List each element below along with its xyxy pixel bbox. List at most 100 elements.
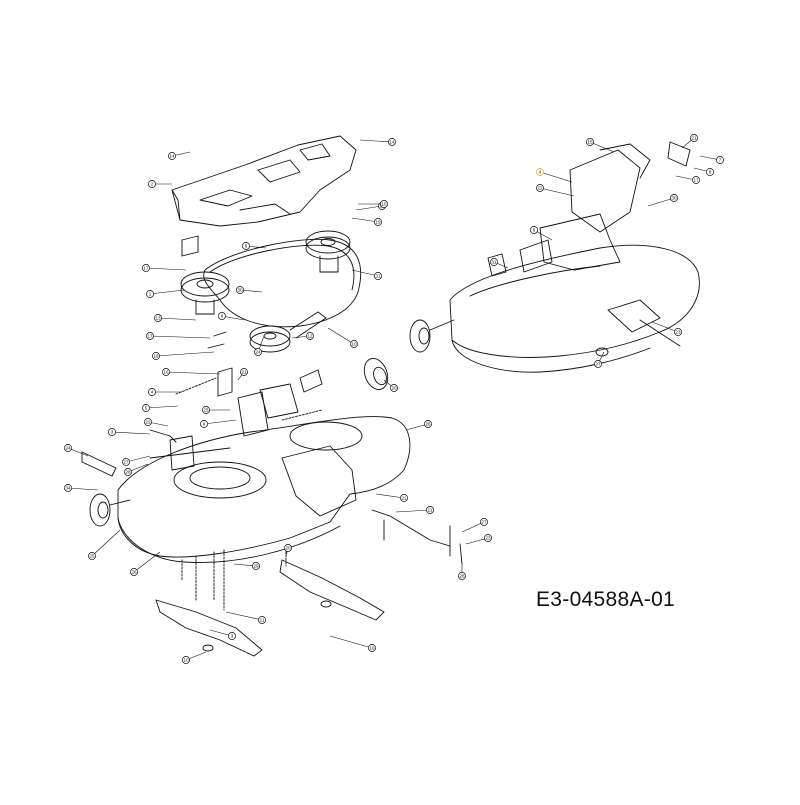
callout-circle [218,312,226,320]
callout-number: 11 [428,508,433,513]
callout-circle [144,418,152,426]
callout-circle [242,242,250,250]
callout-number: 31 [375,274,381,279]
drive-belt [203,238,362,328]
callout-circle [146,290,154,298]
callout-leader [145,405,179,409]
hardware-lines [181,525,463,611]
callout-leader [355,205,383,211]
callout-circle [458,572,466,580]
callout-number: 17 [147,334,153,339]
callout-number: 16 [369,646,375,651]
callout-circle [594,360,602,368]
callout-number: 4 [151,390,154,395]
left-pulley [180,271,230,315]
callout-circle [374,272,382,280]
callout-leader [149,335,211,339]
right-pulley [305,230,351,273]
callout-circle [146,332,154,340]
belt-cover [171,135,357,227]
callout-leader [91,529,121,557]
callout-circle [530,226,538,234]
callout-number: 18 [153,354,159,359]
callout-number: 20 [285,546,291,551]
callout-number: 25 [89,554,95,559]
callout-leader [67,487,99,491]
callout-number: 30 [237,288,243,293]
callout-number: 25 [203,408,209,413]
callout-number: 7 [719,158,722,163]
callout-number: 4 [539,170,542,175]
callout-leader [589,141,615,153]
callout-number: 5 [145,406,148,411]
callout-leader [395,509,431,513]
callout-circle [236,286,244,294]
callout-circle [88,552,96,560]
callout-number: 9 [203,422,206,427]
callout-number: 28 [125,470,131,475]
callout-leader [225,611,263,621]
callout-circle [124,468,132,476]
callout-number: 10 [351,342,357,347]
callout-number: 21 [691,136,697,141]
callout-circle [152,352,160,360]
callout-circle [306,332,314,340]
callout-circle [490,258,498,266]
callout-leader [351,269,379,277]
callout-number: 31 [491,260,497,265]
callout-leader [133,551,161,573]
callout-circle [706,168,714,176]
callout-circle [284,544,292,552]
callout-number: 14 [389,140,395,145]
callout-leader [327,327,355,345]
callout-circle [258,616,266,624]
callout-number: 28 [459,574,465,579]
callout-circle [240,368,248,376]
callout-circle [252,562,260,570]
callout-number: 6 [533,228,536,233]
callout-leader [145,267,187,271]
callout-circle [200,420,208,428]
callout-number: 20 [391,386,397,391]
callout-number: 13 [155,316,161,321]
callout-circle [690,134,698,142]
callout-leader [203,419,237,425]
callout-circle [182,656,190,664]
callout-circle [586,138,594,146]
callout-circle [716,156,724,164]
callout-number: 24 [255,350,261,355]
callout-number: 30 [671,196,677,201]
callout-number: 24 [65,446,71,451]
callout-number: 19 [375,220,381,225]
deck-wheels [89,358,389,527]
callout-group: 1421419191517131131718164522324342526282… [64,134,724,664]
callout-number: 8 [709,170,712,175]
callout-circle [64,444,72,452]
callout-circle [670,194,678,202]
callout-number: 26 [425,422,431,427]
callout-number: 10 [183,658,189,663]
callout-number: 27 [595,362,601,367]
callout-leader [149,289,185,295]
callout-leader [647,197,675,207]
callout-leader [329,635,373,649]
callout-circle [254,348,262,356]
callout-circle [674,328,682,336]
callout-leader [539,171,573,183]
mower-deck [81,416,451,563]
callout-number: 23 [675,330,681,335]
callout-circle [64,484,72,492]
callout-leader [539,187,575,197]
callout-circle [108,428,116,436]
callout-circle [130,568,138,576]
callout-number: 22 [537,186,543,191]
callout-circle [536,184,544,192]
callout-number: 27 [481,520,487,525]
callout-circle [202,406,210,414]
callout-circle [480,518,488,526]
callout-circle [228,632,236,640]
callout-leader [651,321,679,333]
callout-number: 27 [123,460,129,465]
callout-leader [359,139,393,143]
